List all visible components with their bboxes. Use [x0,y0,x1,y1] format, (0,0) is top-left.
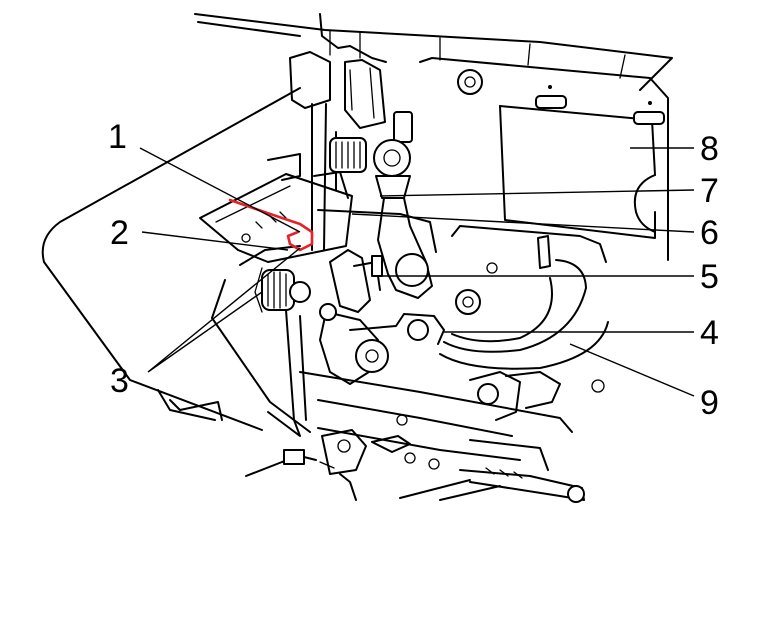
callout-5: 5 [700,258,719,296]
callout-4: 4 [700,314,719,352]
needle-mechanism [289,13,413,251]
knife-assembly [261,269,311,437]
callout-9: 9 [700,384,719,422]
front-cover-panel [499,85,665,239]
machine-top-cover [194,13,673,261]
machine-bed [299,371,605,503]
leader-7 [379,189,695,197]
stitch-plate [199,153,353,263]
looper-cover [439,225,609,370]
callout-6: 6 [700,214,719,252]
presser-foot [245,429,367,501]
leader-9 [569,343,695,397]
leader-3 [147,247,301,373]
leader-2 [141,231,289,251]
machine-left-housing [41,87,311,433]
callout-labels: 1 2 3 4 5 6 7 8 9 [108,118,719,422]
leader-6 [351,213,695,233]
callout-7: 7 [700,172,719,210]
callout-3: 3 [110,362,129,400]
callout-1: 1 [108,118,127,156]
callout-8: 8 [700,130,719,168]
leader-lines [139,147,695,397]
leader-1 [139,147,301,233]
callout-2: 2 [110,214,129,252]
threading-highlight [228,198,314,252]
